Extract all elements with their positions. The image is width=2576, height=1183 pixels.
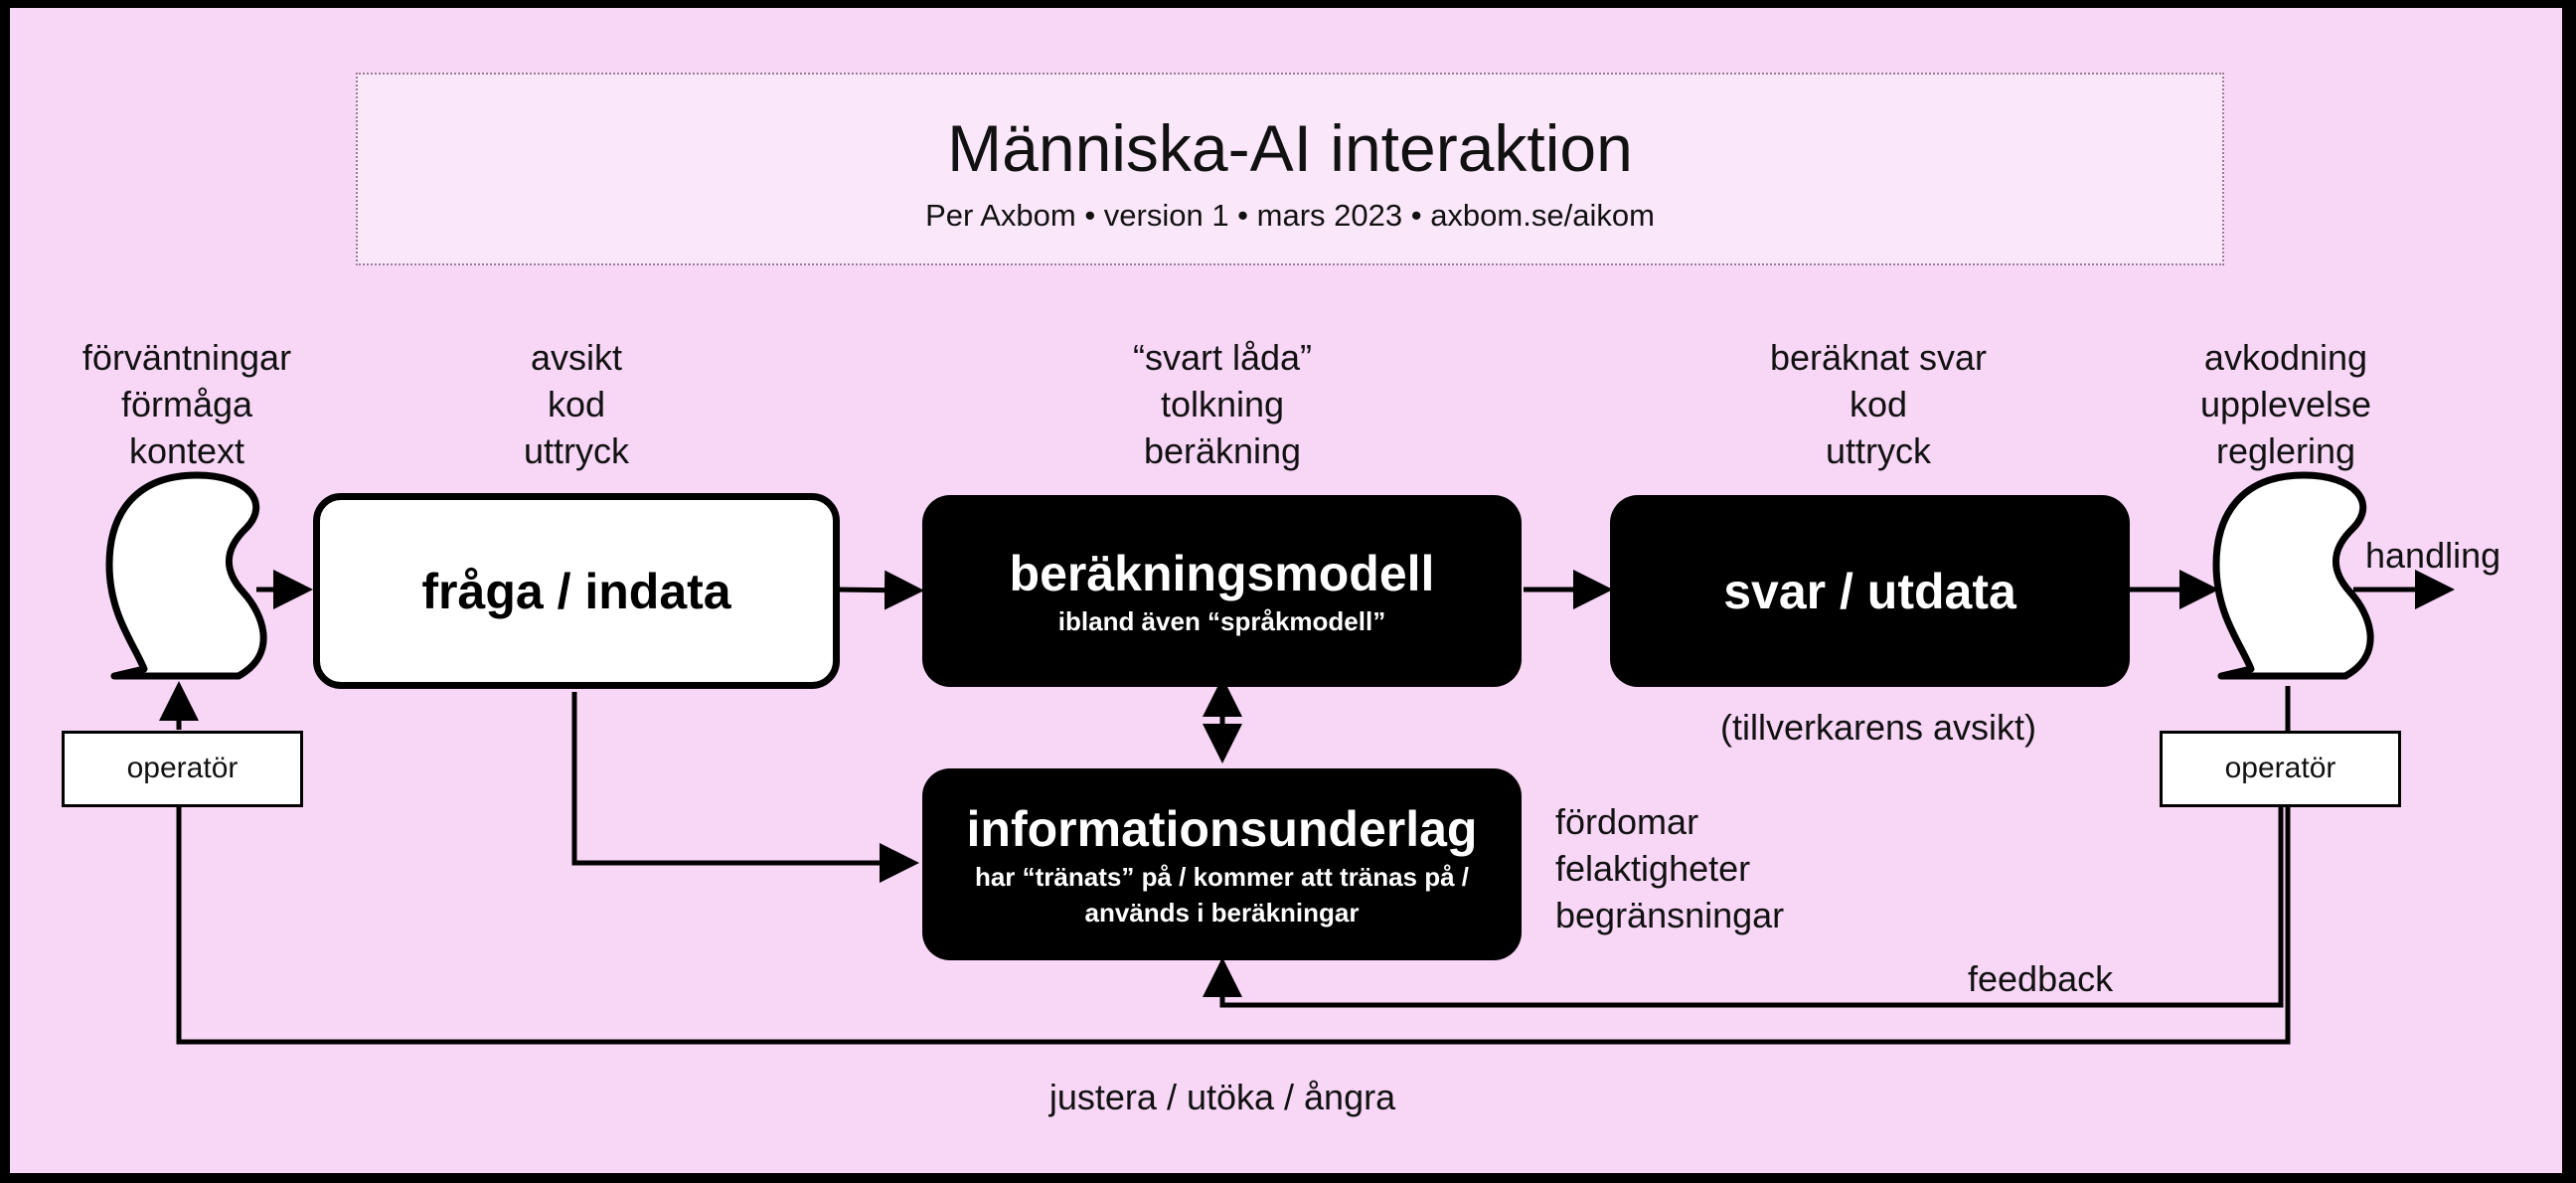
- operator-box-right: operatör: [2160, 731, 2401, 807]
- label-input-top: avsikt kod uttryck: [523, 337, 629, 471]
- diagram-title: Människa-AI interaktion: [947, 111, 1633, 185]
- label-user-left: förväntningar förmåga kontext: [81, 337, 292, 471]
- connectors: [105, 471, 2455, 1045]
- box-output: svar / utdata: [1610, 495, 2130, 687]
- label-model-top: “svart låda” tolkning beräkning: [1132, 337, 1313, 471]
- box-model-title: beräkningsmodell: [1009, 545, 1435, 601]
- box-model: beräkningsmodell ibland även “språkmodel…: [922, 495, 1522, 687]
- box-input: fråga / indata: [313, 493, 840, 689]
- box-model-subtitle: ibland även “språkmodell”: [1057, 605, 1386, 636]
- arrow-input-to-data: [571, 692, 919, 883]
- box-data-title: informationsunderlag: [966, 800, 1478, 857]
- title-box: Människa-AI interaktion Per Axbom • vers…: [356, 73, 2224, 265]
- label-maker-intent: (tillverkarens avsikt): [1719, 707, 2037, 748]
- box-data-subtitle: har “tränats” på / kommer att tränas på …: [974, 861, 1470, 928]
- diagram-subtitle: Per Axbom • version 1 • mars 2023 • axbo…: [925, 198, 1655, 233]
- person-head-icon: [2212, 471, 2374, 680]
- label-adjust: justera / utöka / ångra: [1048, 1077, 1396, 1117]
- operator-box-left: operatör: [62, 731, 303, 807]
- label-handling: handling: [2365, 535, 2501, 576]
- box-data: informationsunderlag har “tränats” på / …: [922, 768, 1522, 960]
- person-head-icon: [105, 471, 267, 680]
- loop-feedback: [1203, 805, 2284, 1008]
- label-user-right: avkodning upplevelse reglering: [2199, 337, 2372, 471]
- label-data-issues: fördomar felaktigheter begränsningar: [1555, 801, 1785, 935]
- label-feedback: feedback: [1968, 958, 2114, 999]
- arrow-input-to-model: [836, 570, 924, 610]
- box-output-title: svar / utdata: [1723, 563, 2016, 619]
- box-input-title: fråga / indata: [421, 563, 731, 619]
- diagram-canvas: Människa-AI interaktion Per Axbom • vers…: [10, 8, 2562, 1173]
- loop-adjust: [176, 686, 2291, 1045]
- label-output-top: beräknat svar kod uttryck: [1769, 337, 1988, 471]
